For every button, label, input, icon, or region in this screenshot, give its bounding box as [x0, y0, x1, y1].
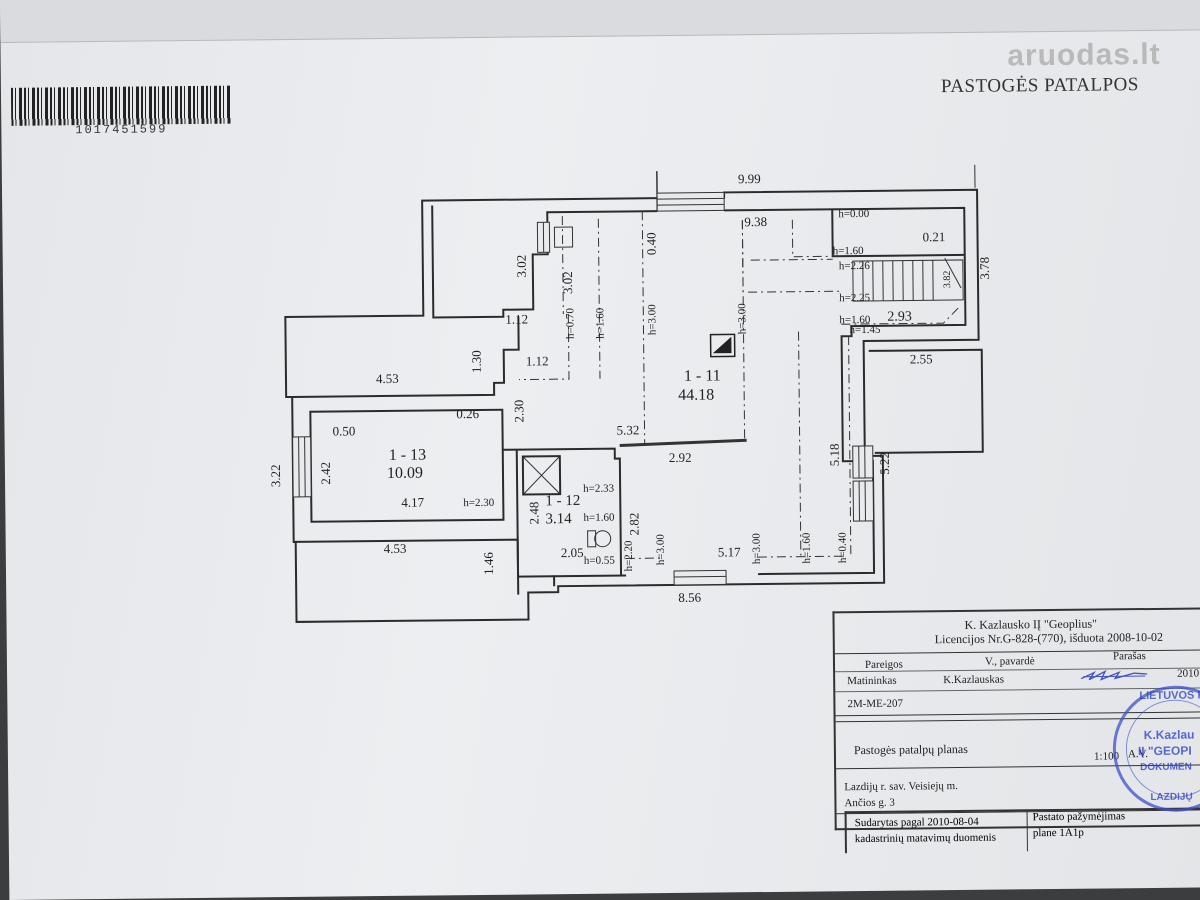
height-label: h=1.60 [594, 307, 607, 339]
dim-938: 9.38 [744, 213, 768, 230]
col-signature: Parašas [1112, 650, 1146, 663]
height-label: h=0.70 [564, 308, 577, 340]
dim-bottom-width: 8.56 [678, 589, 702, 605]
dim-248: 2.48 [526, 501, 542, 525]
height-label: h=3.00 [654, 534, 667, 566]
dim-242: 2.42 [317, 461, 334, 485]
dim-021: 0.21 [922, 229, 946, 245]
doc-code: 2M-ME-207 [847, 697, 904, 711]
height-label: h=3.00 [646, 304, 659, 336]
dim-453a: 4.53 [375, 370, 399, 387]
made-by: Sudarytas pagal 2010-08-04 [854, 815, 979, 830]
dim-205: 2.05 [560, 544, 584, 561]
height-label: h=2.26 [838, 259, 870, 273]
year: 2010 [1177, 667, 1200, 680]
room-11-area: 44.18 [678, 386, 715, 404]
height-label: h=1.60 [583, 511, 615, 524]
plan-label: plane 1A1p [1032, 826, 1084, 840]
room-12-id: 1 - 12 [545, 492, 581, 510]
dim-522: 5.22 [876, 451, 893, 475]
stamp-line-3: DOKUMEN [1140, 761, 1192, 774]
col-position: Pareigos [864, 658, 903, 671]
height-label: h=2.30 [463, 496, 495, 510]
dim-282: 2.82 [626, 512, 642, 536]
height-label: h=2.25 [839, 291, 871, 305]
role: Matininkas [847, 674, 897, 688]
height-label: h=2.33 [583, 482, 615, 495]
stairs-top-right [852, 257, 964, 302]
height-label: h=3.00 [750, 533, 763, 565]
stamp-line-1: K.Kazlau [1143, 727, 1195, 743]
inner-wall [431, 205, 967, 587]
stamp-ring-bottom: LAZDIJŲ [1150, 791, 1193, 803]
dim-292: 2.92 [668, 449, 692, 466]
partition-wall [619, 438, 747, 448]
dim-112b: 1.12 [525, 353, 549, 369]
address-line-1: Lazdijų r. sav. Veisiejų m. [844, 780, 959, 794]
dim-378: 3.78 [976, 256, 992, 280]
license: Licencijos Nr.G-828-(770), išduota 2008-… [934, 629, 1164, 647]
building-mark: Pastato pažymėjimas [1032, 810, 1126, 824]
dim-top-width: 9.99 [737, 171, 761, 187]
dim-518: 5.18 [826, 443, 842, 467]
windows [292, 191, 875, 586]
chimney-icon [709, 333, 736, 358]
height-label: h=0.00 [838, 207, 870, 221]
height-label: h=0.55 [583, 554, 615, 567]
room-12-area: 3.14 [545, 511, 572, 528]
title-block-footer: Sudarytas pagal 2010-08-04 kadastrinių m… [844, 807, 1200, 854]
height-label: h=3.00 [736, 303, 749, 335]
height-label: h=1.60 [800, 532, 813, 564]
dim-230: 2.30 [511, 399, 527, 423]
dim-130: 1.30 [468, 350, 484, 374]
address-line-2: Ančios g. 3 [844, 796, 895, 810]
dim-322: 3.22 [267, 464, 284, 488]
dim-112a: 1.12 [505, 311, 529, 327]
room-13-area: 10.09 [386, 464, 424, 482]
person-name: K.Kazlauskas [943, 673, 1005, 687]
stamp-line-2: IĮ "GEOPI [1137, 743, 1192, 759]
dim-453b: 4.53 [383, 540, 407, 557]
stair-symbol-icon [553, 226, 574, 248]
dim-146: 1.46 [480, 552, 497, 575]
dim-255: 2.55 [909, 351, 933, 367]
dim-026: 0.26 [456, 406, 480, 422]
dim-293: 2.93 [887, 309, 912, 325]
room-13-id: 1 - 13 [388, 446, 427, 464]
signature [1080, 669, 1148, 681]
dim-532: 5.32 [616, 422, 640, 438]
height-label: h=2.20 [622, 540, 636, 572]
dim-302a: 3.02 [513, 254, 529, 278]
col-name: V., pavardė [984, 655, 1035, 668]
dim-382: 3.82 [941, 270, 954, 289]
made-by-2: kadastrinių matavimų duomenis [854, 831, 997, 846]
height-label: h=0.40 [836, 532, 849, 564]
dim-040: 0.40 [643, 232, 659, 256]
room-11-id: 1 - 11 [683, 367, 721, 385]
dim-417: 4.17 [401, 494, 425, 510]
toilet-icon [594, 530, 612, 548]
height-label: h=1.60 [832, 244, 864, 258]
height-label: h=1.45 [849, 323, 881, 337]
dim-050: 0.50 [332, 423, 356, 439]
dim-517: 5.17 [717, 544, 741, 560]
plan-name: Pastogės patalpų planas [853, 741, 968, 758]
dim-302b: 3.02 [559, 271, 576, 295]
stamp-ring-top: LIETUVOS RES [1139, 689, 1200, 703]
